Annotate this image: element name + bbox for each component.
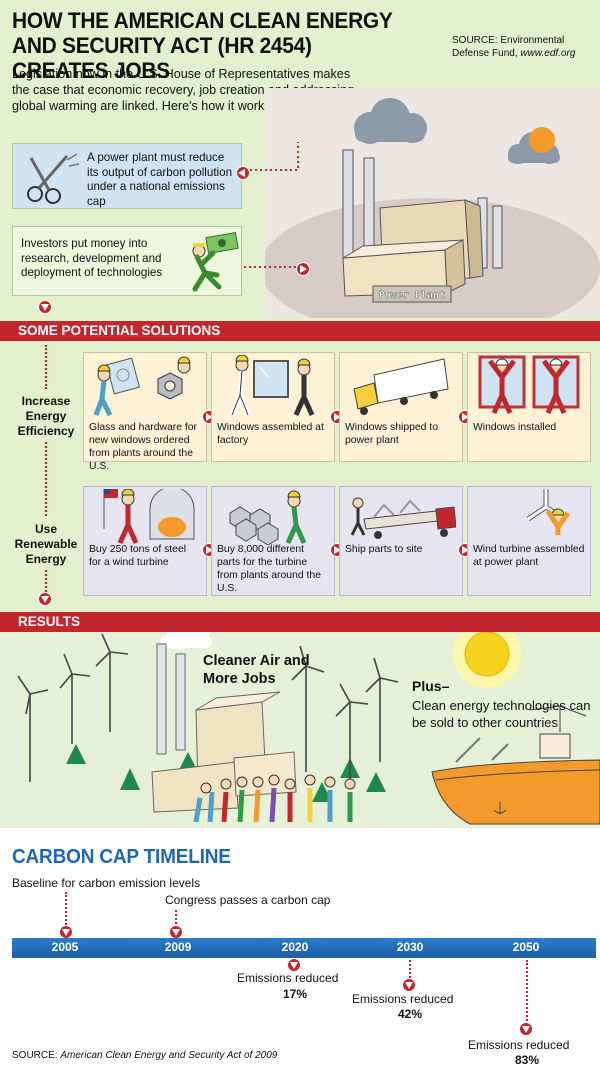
panel-text: Ship parts to site <box>345 544 423 555</box>
step-text: Investors put money into research, devel… <box>21 237 163 279</box>
arrow-left-icon <box>236 166 250 180</box>
timeline-value-2050: 83% <box>514 1053 540 1067</box>
timeline-bar <box>12 938 596 958</box>
dotted-connector <box>65 892 67 928</box>
source-url[interactable]: www.edf.org <box>520 48 576 59</box>
solution-panel: Buy 250 tons of steel for a wind turbine <box>83 486 207 596</box>
timeline-note-2030: Emissions reduced <box>352 992 454 1006</box>
timeline-source: SOURCE: American Clean Energy and Securi… <box>12 1050 278 1061</box>
arrow-down-icon <box>402 978 416 992</box>
row-label-efficiency: Increase Energy Efficiency <box>17 394 75 438</box>
timeline-value-2020: 17% <box>282 987 308 1001</box>
page-title: HOW THE AMERICAN CLEAN ENERGY AND SECURI… <box>12 8 393 83</box>
sun-icon <box>453 632 521 688</box>
solution-panel: Ship parts to site <box>339 486 463 596</box>
panel-text: Windows installed <box>473 422 557 433</box>
steel-illustration <box>103 489 195 545</box>
dotted-connector <box>45 442 47 516</box>
money-icon <box>192 231 239 292</box>
timeline-title: CARBON CAP TIMELINE <box>12 846 231 868</box>
dotted-connector <box>45 345 47 389</box>
timeline-note-2020: Emissions reduced <box>237 971 339 985</box>
results-plus-text: Clean energy technologies can be sold to… <box>412 698 591 730</box>
timeline-year: 2009 <box>164 940 192 954</box>
solution-panel: Buy 8,000 different parts for the turbin… <box>211 486 335 596</box>
worker-illustration <box>229 355 315 417</box>
panel-text: Wind turbine assembled at power plant <box>473 544 585 568</box>
wind-turbine-icon <box>526 489 571 535</box>
power-plant-sign: Power Plant <box>379 290 445 301</box>
timeline-note-2050: Emissions reduced <box>468 1038 570 1052</box>
step-text: A power plant must reduce its output of … <box>87 151 233 208</box>
dotted-connector <box>526 960 528 1024</box>
timeline-note-2005: Baseline for carbon emission levels <box>12 876 201 890</box>
solution-panel: Windows assembled at factory <box>211 352 335 462</box>
timeline-value-2030: 42% <box>397 1007 423 1021</box>
results-heading: RESULTS <box>0 612 600 632</box>
panel-text: Windows shipped to power plant <box>345 422 438 446</box>
timeline-note-2009: Congress passes a carbon cap <box>165 893 331 907</box>
solution-panel: Windows shipped to power plant <box>339 352 463 462</box>
intro-text: Legislation now in the U.S. House of Rep… <box>12 67 355 113</box>
parts-illustration <box>229 490 307 545</box>
dotted-connector <box>409 960 411 982</box>
arrow-down-icon <box>59 925 73 939</box>
sun-icon <box>529 127 555 153</box>
step-investment: Investors put money into research, devel… <box>12 226 242 296</box>
dotted-connector <box>250 142 299 171</box>
scissors-icon <box>27 153 79 204</box>
wind-turbine-icon <box>17 633 399 782</box>
panel-text: Glass and hardware for new windows order… <box>89 422 198 472</box>
arrow-down-icon <box>38 592 52 606</box>
source-credit: SOURCE: Environmental Defense Fund, www.… <box>452 35 576 59</box>
arrow-down-icon <box>287 958 301 972</box>
worker-illustration <box>478 355 580 415</box>
truck-icon <box>350 497 456 539</box>
power-plant-illustration: Power Plant <box>265 88 600 318</box>
timeline-year: 2030 <box>396 940 424 954</box>
step-emissions-cap: A power plant must reduce its output of … <box>12 143 242 209</box>
worker-illustration <box>93 356 191 417</box>
row-label-renewable: Use Renewable Energy <box>14 522 78 566</box>
panel-text: Windows assembled at factory <box>217 422 324 446</box>
solution-panel: Windows installed <box>467 352 591 462</box>
truck-icon <box>353 358 449 415</box>
cloud-icon <box>354 98 427 144</box>
arrow-down-icon <box>519 1022 533 1036</box>
timeline-year: 2005 <box>51 940 79 954</box>
dotted-connector <box>45 570 47 592</box>
dotted-connector <box>175 910 177 928</box>
panel-text: Buy 8,000 different parts for the turbin… <box>217 544 321 594</box>
arrow-down-icon <box>38 300 52 314</box>
results-plus-label: Plus– <box>412 678 450 694</box>
timeline-year: 2050 <box>512 940 540 954</box>
dotted-connector <box>244 266 296 268</box>
arrow-right-icon <box>296 262 310 276</box>
solutions-heading: SOME POTENTIAL SOLUTIONS <box>0 321 600 341</box>
panel-text: Buy 250 tons of steel for a wind turbine <box>89 544 187 568</box>
arrow-down-icon <box>169 925 183 939</box>
results-illustration <box>17 632 600 825</box>
solution-panel: Wind turbine assembled at power plant <box>467 486 591 596</box>
timeline-year: 2020 <box>281 940 309 954</box>
results-main-text: Cleaner Air and More Jobs <box>203 653 310 687</box>
solution-panel: Glass and hardware for new windows order… <box>83 352 207 472</box>
